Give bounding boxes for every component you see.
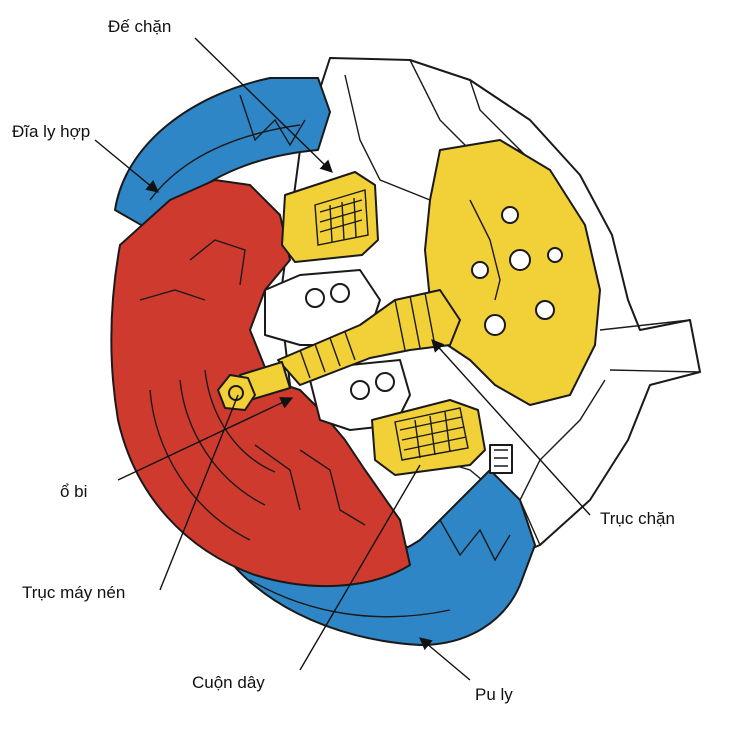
label-o-bi: ổ bi (60, 482, 87, 501)
compressor-shaft (239, 289, 461, 401)
label-pu-ly: Pu ly (475, 685, 513, 704)
leader-cuon-day (299, 464, 421, 671)
leader-pu-ly (419, 637, 471, 681)
leader-truc-chan (431, 339, 591, 516)
coil-lower (371, 399, 486, 476)
hub-nut (489, 444, 513, 474)
label-de-chan: Đế chặn (108, 17, 171, 36)
armature-plate (424, 139, 601, 406)
label-truc-chan: Trục chặn (600, 509, 675, 528)
label-dia-ly-hop: Đĩa ly hợp (12, 122, 90, 141)
leader-o-bi (117, 397, 294, 481)
shaft-nut (217, 374, 256, 411)
leader-de-chan (194, 37, 333, 173)
coil-upper (281, 171, 379, 263)
leader-dia-ly-hop (94, 139, 159, 193)
label-cuon-day: Cuộn dây (192, 673, 265, 692)
leader-truc-may-nen (159, 394, 239, 591)
label-truc-may-nen: Trục máy nén (22, 583, 125, 602)
